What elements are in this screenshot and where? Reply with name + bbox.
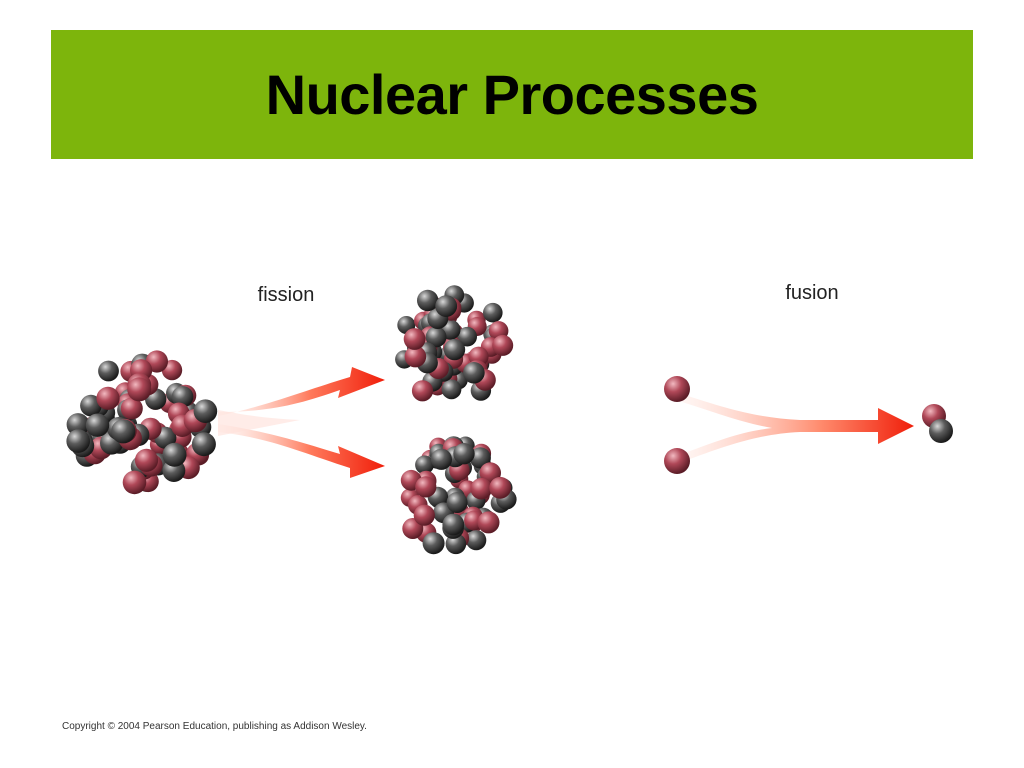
parent-nucleus <box>66 350 218 495</box>
nucleon <box>435 295 458 317</box>
nucleon <box>80 394 102 417</box>
nucleon <box>453 443 475 465</box>
nucleon <box>162 442 187 467</box>
nucleon <box>443 338 466 361</box>
nucleon <box>445 533 467 555</box>
nucleon <box>122 470 147 495</box>
nucleon <box>111 419 136 444</box>
nucleon <box>127 377 152 402</box>
nucleon <box>413 504 435 526</box>
nucleon <box>191 432 216 457</box>
nucleon <box>466 530 487 551</box>
fusion-product-nucleus <box>922 404 953 443</box>
nucleon <box>442 513 465 536</box>
nucleon <box>492 334 514 356</box>
nucleon <box>66 413 90 436</box>
copyright-notice: Copyright © 2004 Pearson Education, publ… <box>62 721 367 732</box>
nucleon <box>171 386 194 408</box>
nucleon <box>120 397 143 420</box>
nucleon <box>422 532 445 555</box>
nucleon <box>441 379 462 400</box>
nucleon <box>193 399 218 424</box>
fusion-input-particle-top <box>664 376 690 402</box>
fission-arrow <box>218 367 385 478</box>
nucleon <box>483 302 503 323</box>
nucleon <box>470 477 493 500</box>
nucleon <box>469 447 491 469</box>
nucleon <box>489 476 512 499</box>
nucleon <box>415 455 434 475</box>
nucleon <box>85 413 110 437</box>
nucleon <box>411 380 434 402</box>
fission-label: fission <box>258 284 315 306</box>
nucleon <box>446 492 468 513</box>
daughter-nucleus-bottom <box>400 436 517 555</box>
nucleon <box>463 362 485 384</box>
nucleon <box>457 326 478 347</box>
nucleon <box>477 511 500 534</box>
nucleon <box>404 345 427 368</box>
fusion-arrow <box>682 394 914 462</box>
nucleon <box>415 476 437 498</box>
title-bar: Nuclear Processes <box>51 30 973 159</box>
fusion-label: fusion <box>785 282 838 304</box>
nucleon <box>96 386 120 410</box>
nucleon <box>417 289 439 312</box>
nucleon <box>430 448 452 470</box>
fusion-input-particle-bottom <box>664 448 690 474</box>
daughter-nucleus-top <box>395 285 514 402</box>
slide-title: Nuclear Processes <box>265 63 759 126</box>
nucleon <box>425 326 447 348</box>
nucleon <box>403 328 426 350</box>
nucleon <box>98 360 119 382</box>
nucleon <box>66 429 90 453</box>
nucleon <box>134 448 159 472</box>
